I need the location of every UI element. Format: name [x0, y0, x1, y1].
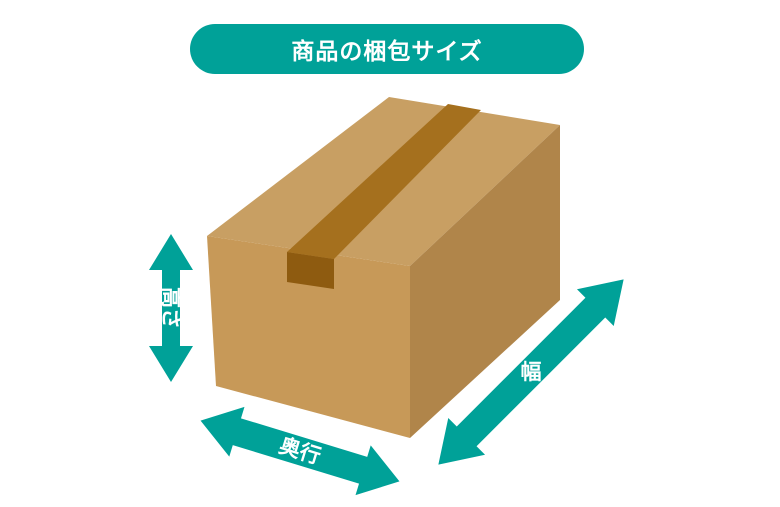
cardboard-box [207, 97, 560, 438]
box-tape-end [287, 252, 334, 289]
box-front-face [207, 236, 410, 438]
width-arrow: 幅 [438, 279, 624, 465]
depth-arrow-shape [200, 406, 400, 496]
height-label: 高さ [159, 287, 183, 329]
height-arrow: 高さ [149, 234, 193, 382]
box-tape [287, 104, 481, 259]
box-side-face [410, 125, 560, 438]
width-arrow-shape [438, 279, 624, 465]
title-text: 商品の梱包サイズ [291, 39, 483, 65]
height-arrow-shape [149, 234, 193, 382]
depth-label: 奥行 [276, 433, 323, 468]
title-banner: 商品の梱包サイズ [190, 24, 584, 74]
width-label: 幅 [521, 360, 542, 384]
